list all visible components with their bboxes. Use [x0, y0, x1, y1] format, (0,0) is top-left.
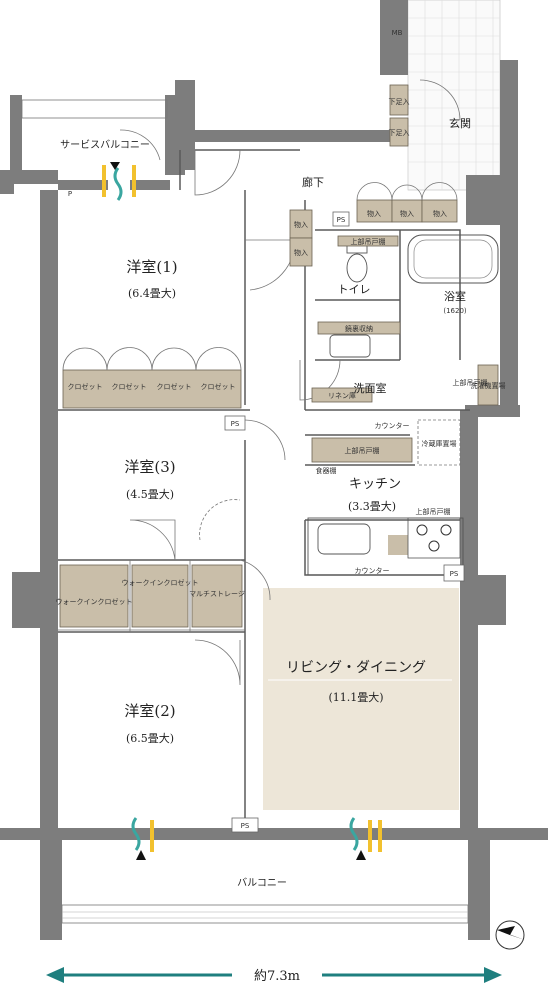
room-bath-name: 浴室	[444, 289, 466, 303]
label-service-balcony: サービスバルコニー	[60, 139, 150, 151]
room-kitchen-name: キッチン	[349, 477, 401, 492]
compass-icon	[495, 920, 525, 950]
label-counter2: カウンター	[355, 566, 390, 575]
label-ps2: PS	[337, 216, 346, 224]
label-balcony: バルコニー	[237, 877, 287, 889]
label-shoes1: 下足入	[389, 98, 410, 106]
toilet-icon	[346, 244, 368, 283]
label-closet3: クロゼット	[157, 382, 192, 391]
room-living-name: リビング・ダイニング	[286, 660, 426, 676]
label-storage-d: 物入	[294, 220, 308, 229]
fridge-area	[417, 419, 461, 466]
stove-icon	[407, 517, 461, 559]
label-upper-cabinet-stove: 上部吊戸棚	[416, 507, 451, 516]
dimension-arrow	[46, 967, 502, 983]
label-upper-cabinet-kitchen: 上部吊戸棚	[345, 446, 380, 455]
label-p: P	[68, 190, 72, 198]
ps-boxes	[224, 211, 465, 833]
label-ps4: PS	[241, 822, 250, 830]
ventilation-icon	[102, 162, 382, 860]
label-linen: リネン庫	[328, 391, 356, 400]
room-western1-size: (6.4畳大)	[128, 286, 176, 300]
room-western2-size: (6.5畳大)	[126, 731, 174, 745]
label-toilet: トイレ	[338, 283, 371, 296]
label-washroom: 洗面室	[354, 381, 387, 395]
label-ps3: PS	[450, 570, 459, 578]
room-living-size: (11.1畳大)	[328, 690, 383, 704]
label-fridge: 冷蔵庫置場	[422, 439, 457, 448]
label-upper-cabinet-toilet: 上部吊戸棚	[351, 237, 386, 246]
dimension-width-label: 約7.3m	[254, 969, 300, 984]
label-ps1: PS	[231, 420, 240, 428]
label-closet1: クロゼット	[68, 382, 103, 391]
entrance-tiles	[407, 0, 501, 191]
label-walkin1: ウォークインクロゼット	[56, 597, 133, 606]
kitchen-counter	[307, 517, 464, 576]
label-upper-cabinet-wash: 上部吊戸棚	[453, 378, 488, 387]
room-bath-size: (1620)	[443, 307, 467, 315]
washbasin-icon	[329, 334, 371, 358]
label-entrance: 玄関	[449, 116, 471, 130]
closet-doors	[62, 182, 458, 371]
label-dish-shelf: 食器棚	[316, 466, 337, 475]
label-closet2: クロゼット	[112, 382, 147, 391]
label-vanity-storage: 鏡裏収納	[345, 324, 373, 333]
room-kitchen-size: (3.3畳大)	[348, 499, 396, 513]
balcony-rails	[21, 99, 469, 924]
label-closet4: クロゼット	[201, 382, 236, 391]
label-storage-b: 物入	[400, 209, 414, 218]
bathtub-icon	[407, 234, 499, 284]
label-counter1: カウンター	[375, 421, 410, 430]
label-storage-e: 物入	[294, 248, 308, 257]
living-floor	[263, 588, 459, 810]
storage-blocks	[59, 84, 499, 628]
label-shoes2: 下足入	[389, 129, 410, 137]
label-hallway: 廊下	[302, 175, 324, 189]
label-mb: MB	[392, 29, 403, 37]
label-storage-a: 物入	[367, 209, 381, 218]
walls	[0, 0, 548, 940]
room-western1-name: 洋室(1)	[126, 258, 177, 276]
room-western2-name: 洋室(2)	[124, 702, 175, 720]
label-walkin2: ウォークインクロゼット	[122, 578, 199, 587]
label-storage-c: 物入	[433, 209, 447, 218]
room-western3-name: 洋室(3)	[124, 458, 175, 476]
room-western3-size: (4.5畳大)	[126, 487, 174, 501]
interior-walls	[58, 149, 470, 820]
label-washer: 洗濯機置場	[471, 381, 506, 390]
label-multi: マルチストレージ	[189, 590, 245, 598]
